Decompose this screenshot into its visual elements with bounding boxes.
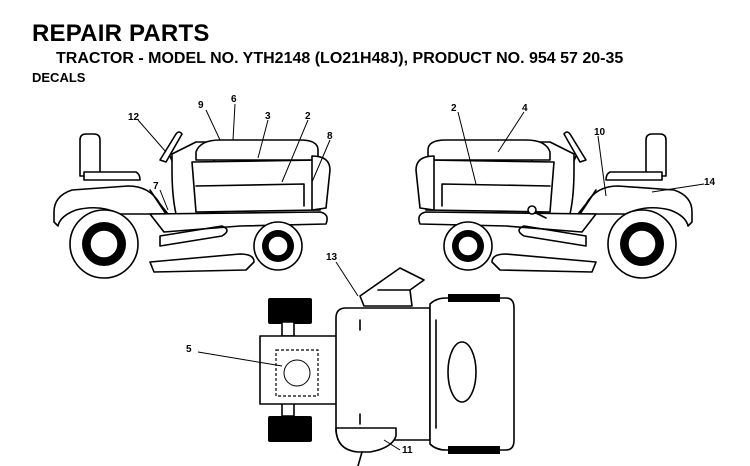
callout-7: 7 bbox=[153, 181, 159, 192]
callout-2-left: 2 bbox=[305, 111, 311, 122]
seat-cushion bbox=[83, 171, 141, 181]
fuel-cap bbox=[283, 359, 311, 387]
callout-4: 4 bbox=[522, 103, 528, 114]
grille bbox=[311, 155, 331, 211]
page-title: REPAIR PARTS bbox=[32, 20, 210, 47]
dash-ellipse bbox=[447, 341, 477, 403]
decal-area-dashed bbox=[275, 349, 319, 397]
tractor-top-view bbox=[259, 267, 515, 466]
axle-top bbox=[281, 321, 295, 337]
rear-fender bbox=[53, 185, 169, 227]
page-subtitle: TRACTOR - MODEL NO. YTH2148 (LO21H48J), … bbox=[56, 50, 624, 67]
discharge-chute bbox=[359, 267, 425, 307]
mower-deck bbox=[149, 253, 255, 273]
steering-wheel bbox=[159, 131, 183, 163]
callout-10: 10 bbox=[594, 127, 606, 138]
footrest bbox=[159, 225, 228, 247]
tire-left-bottom bbox=[268, 416, 312, 442]
callout-leaders bbox=[137, 103, 705, 451]
chassis bbox=[149, 211, 328, 233]
section-heading: DECALS bbox=[32, 70, 86, 85]
hood-top bbox=[195, 139, 319, 161]
deck-edge-line bbox=[357, 451, 363, 466]
callout-13: 13 bbox=[326, 252, 338, 263]
callout-14: 14 bbox=[704, 177, 716, 188]
callout-11: 11 bbox=[402, 445, 413, 456]
callout-9: 9 bbox=[198, 100, 204, 111]
callout-2-right: 2 bbox=[451, 103, 457, 114]
deck-bottom bbox=[335, 427, 397, 453]
callout-8: 8 bbox=[327, 131, 333, 142]
seat-back bbox=[79, 133, 101, 177]
callout-6: 6 bbox=[231, 94, 237, 105]
hood-side bbox=[191, 159, 321, 213]
callout-3: 3 bbox=[265, 111, 271, 122]
rear-hub bbox=[89, 229, 119, 259]
front-tire-top bbox=[448, 294, 500, 302]
callout-12: 12 bbox=[128, 112, 140, 123]
chassis-top bbox=[335, 307, 431, 441]
callout-5: 5 bbox=[186, 344, 192, 355]
tire-left-top bbox=[268, 298, 312, 324]
front-hub bbox=[267, 235, 289, 257]
tractor-left-side-view bbox=[53, 131, 331, 279]
hood-panel bbox=[195, 183, 305, 207]
front-tire-bottom bbox=[448, 446, 500, 454]
tractor-right-side-view bbox=[415, 131, 693, 279]
